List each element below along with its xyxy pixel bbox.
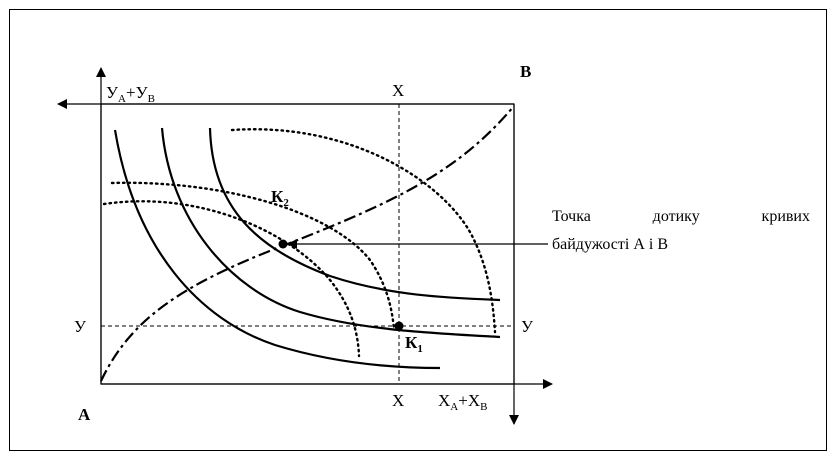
annotation-line-2: байдужості А і В <box>552 236 668 253</box>
y-axis-label: УА+УВ <box>106 83 155 105</box>
x-bottom-label: Х <box>392 391 404 410</box>
origin-b-label: B <box>520 62 531 81</box>
k1-label: К1 <box>405 333 423 355</box>
k2-label: К2 <box>271 187 289 209</box>
x-top-label: Х <box>392 81 404 100</box>
tangency-annotation: Точка дотику кривих байдужості А і В <box>552 203 810 259</box>
indifference-curve-b1 <box>102 200 361 358</box>
point-k2 <box>278 239 288 249</box>
point-k1 <box>394 321 404 331</box>
indifference-curve-b2 <box>110 181 396 332</box>
indifference-curve-a2 <box>160 127 501 339</box>
indifference-curve-a1 <box>113 129 441 370</box>
indifference-curve-b3 <box>230 128 497 334</box>
origin-a-label: A <box>78 405 91 424</box>
annotation-line-1: Точка дотику кривих <box>552 208 810 225</box>
y-left-label: У <box>74 317 87 336</box>
x-axis-label: ХА+ХВ <box>438 391 487 413</box>
figure-frame <box>9 9 827 451</box>
y-right-label: У <box>521 317 534 336</box>
